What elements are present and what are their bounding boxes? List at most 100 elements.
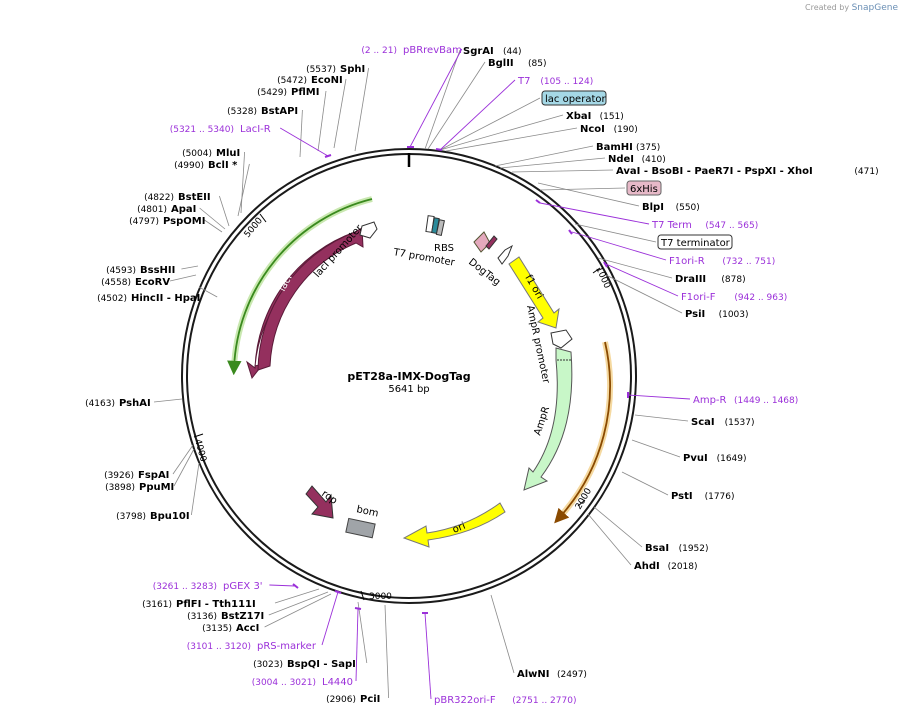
his-tag-leader bbox=[539, 187, 626, 191]
f1-ori-arrow bbox=[508, 256, 560, 329]
site-leader bbox=[593, 506, 643, 548]
site-scai: ScaI(1537) bbox=[691, 417, 755, 428]
site-name: FspAI bbox=[138, 470, 169, 481]
primer-range: (3261 .. 3283) bbox=[153, 582, 217, 592]
site-name: AhdI bbox=[634, 561, 660, 572]
backbone-outer bbox=[181, 148, 637, 604]
site-hincii: HincII - HpaI(4502) bbox=[97, 293, 200, 304]
site-name: PciI bbox=[360, 694, 380, 705]
snapgene-logo: SnapGene bbox=[851, 3, 898, 13]
primer-leader bbox=[424, 612, 432, 700]
site-leader bbox=[439, 114, 564, 151]
site-position: (3926) bbox=[104, 471, 134, 481]
primer-range: (942 .. 963) bbox=[734, 293, 787, 303]
primer-leader bbox=[605, 263, 679, 297]
orange-arc bbox=[554, 341, 611, 524]
site-position: (4990) bbox=[174, 161, 204, 171]
site-leader bbox=[631, 439, 681, 458]
primer-ampr: Amp-R(1449 .. 1468) bbox=[693, 395, 798, 406]
lac-operator-box bbox=[541, 90, 607, 106]
site-name: AccI bbox=[236, 623, 259, 634]
t7-terminator-box bbox=[657, 234, 733, 250]
site-leader bbox=[173, 448, 195, 487]
primer-range: (2 .. 21) bbox=[361, 46, 397, 56]
site-leader bbox=[511, 169, 614, 173]
primer-name: pGEX 3' bbox=[223, 581, 263, 592]
site-position: (3798) bbox=[116, 512, 146, 522]
t7-terminator-leader bbox=[574, 223, 657, 243]
site-alwni: AlwNI(2497) bbox=[517, 669, 587, 680]
site-bsai: BsaI(1952) bbox=[645, 543, 709, 554]
site-position: (44) bbox=[503, 47, 521, 57]
site-name: NcoI bbox=[580, 124, 605, 135]
ampR-label: AmpR bbox=[532, 405, 552, 437]
site-name: Bpu10I bbox=[150, 511, 190, 522]
ampR-arrow bbox=[523, 347, 573, 491]
site-leader bbox=[427, 61, 486, 150]
site-position: (1003) bbox=[719, 310, 749, 320]
site-acci: AccI(3135) bbox=[202, 623, 259, 634]
site-position: (471) bbox=[854, 167, 878, 177]
primer-name: F1ori-R bbox=[669, 256, 705, 267]
site-name: BssHII bbox=[140, 265, 175, 276]
primer-lacir: LacI-R(5321 .. 5340) bbox=[170, 124, 271, 135]
dogtag-shape bbox=[473, 231, 491, 253]
site-position: (4163) bbox=[85, 399, 115, 409]
site-position: (1649) bbox=[717, 454, 747, 464]
site-position: (151) bbox=[600, 112, 624, 122]
primer-name: T7 Term bbox=[651, 220, 692, 231]
site-position: (550) bbox=[676, 203, 700, 213]
his-shape bbox=[485, 235, 498, 250]
site-name: BglII bbox=[488, 58, 514, 69]
site-avai: AvaI - BsoBI - PaeR7I - PspXI - XhoI(471… bbox=[616, 166, 879, 177]
site-pflmi: PflMI(5429) bbox=[257, 87, 319, 98]
lac-operator-mark bbox=[435, 219, 445, 237]
primer-t7: T7(105 .. 124) bbox=[517, 76, 593, 87]
site-name: BstAPI bbox=[261, 106, 298, 117]
site-psti: PstI(1776) bbox=[671, 491, 735, 502]
primer-leader bbox=[355, 608, 359, 682]
bom-label: bom bbox=[355, 504, 379, 519]
site-position: (4593) bbox=[106, 266, 136, 276]
credit-prefix: Created by bbox=[805, 3, 850, 12]
site-apai: ApaI(4801) bbox=[137, 204, 196, 215]
site-position: (85) bbox=[528, 59, 546, 69]
primer-name: F1ori-F bbox=[681, 292, 716, 303]
site-leader bbox=[199, 207, 226, 230]
site-leader bbox=[172, 444, 194, 475]
primer-range: (547 .. 565) bbox=[705, 221, 758, 231]
site-position: (1537) bbox=[725, 418, 755, 428]
ori-label: ori bbox=[451, 521, 467, 536]
restriction-sites: SgrAI(44)BglII(85)XbaI(151)NcoI(190)BamH… bbox=[85, 46, 879, 705]
site-leader bbox=[605, 274, 683, 314]
site-ecorv: EcoRV(4558) bbox=[101, 277, 170, 288]
green-arc bbox=[227, 198, 373, 376]
site-position: (5537) bbox=[306, 65, 336, 75]
site-position: (5004) bbox=[182, 149, 212, 159]
site-draiii: DraIII(878) bbox=[675, 274, 746, 285]
lacI-body bbox=[257, 227, 364, 371]
site-position: (5429) bbox=[257, 88, 287, 98]
primer-l4440: L4440(3004 .. 3021) bbox=[252, 677, 353, 688]
site-name: SgrAI bbox=[463, 46, 494, 57]
site-position: (3898) bbox=[105, 483, 135, 493]
site-position: (1776) bbox=[705, 492, 735, 502]
primer-leader bbox=[321, 591, 339, 646]
primer-name: pBR322ori-F bbox=[434, 695, 496, 706]
site-leader bbox=[268, 591, 329, 616]
site-ncoi: NcoI(190) bbox=[580, 124, 638, 135]
site-name: BsaI bbox=[645, 543, 669, 554]
site-bcli: BclI *(4990) bbox=[174, 160, 238, 171]
lac-operator-label: lac operator bbox=[545, 94, 606, 105]
primer-range: (105 .. 124) bbox=[540, 77, 593, 87]
site-leader bbox=[424, 49, 461, 150]
site-leader bbox=[333, 78, 347, 149]
site-position: (2906) bbox=[326, 695, 356, 705]
site-position: (878) bbox=[721, 275, 745, 285]
site-position: (5328) bbox=[227, 107, 257, 117]
site-position: (2497) bbox=[557, 670, 587, 680]
site-position: (410) bbox=[642, 155, 666, 165]
site-pspomi: PspOMI(4797) bbox=[129, 216, 205, 227]
site-sgrai: SgrAI (44) bbox=[463, 46, 521, 57]
